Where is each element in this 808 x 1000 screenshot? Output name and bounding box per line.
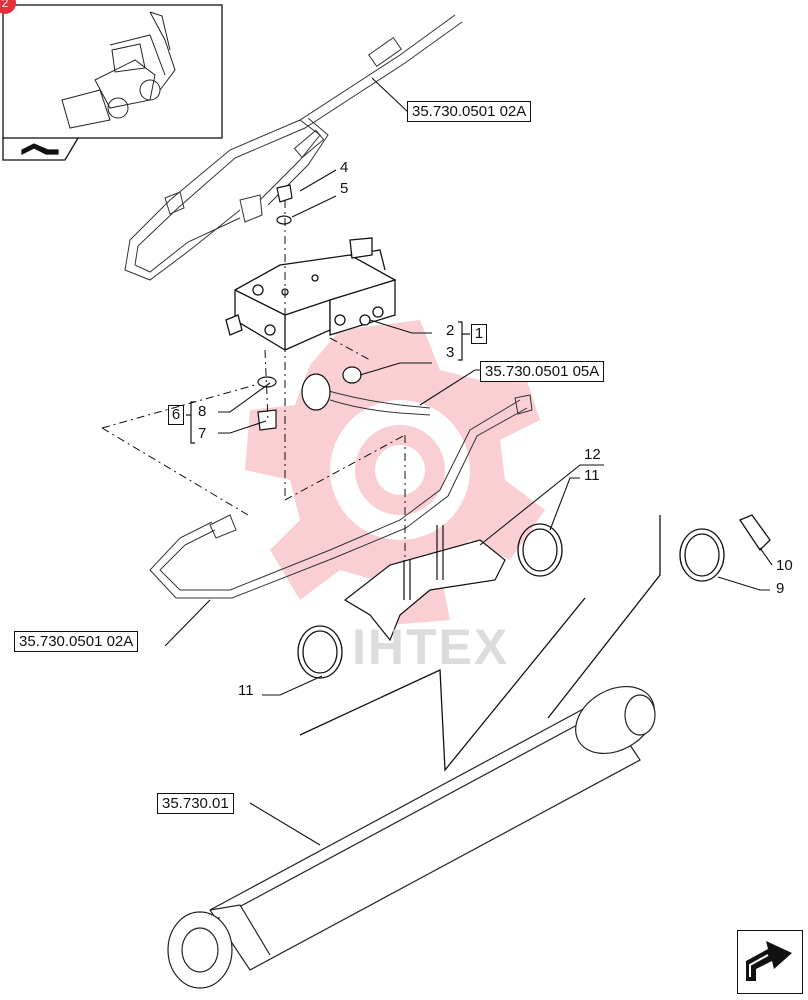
part-number-8: 8 bbox=[198, 403, 207, 420]
reference-link-35-730-0501-05a[interactable]: 35.730.0501 05A bbox=[480, 361, 605, 382]
break-lines bbox=[299, 515, 661, 772]
valve-block bbox=[225, 237, 397, 351]
thumbnail-arrow-icon bbox=[21, 143, 59, 155]
small-parts bbox=[257, 184, 362, 431]
thumbnail-frame bbox=[2, 4, 223, 161]
part-number-5: 5 bbox=[340, 180, 349, 197]
next-arrow-icon bbox=[746, 941, 792, 981]
lower-hose-lines bbox=[149, 389, 533, 599]
hose-lines bbox=[124, 14, 463, 281]
part-number-2: 2 bbox=[446, 322, 455, 339]
reference-link-35-730-01[interactable]: 35.730.01 bbox=[157, 793, 234, 814]
backhoe-loader-illustration bbox=[61, 11, 176, 129]
mounting-plate bbox=[343, 525, 506, 642]
leader-lines bbox=[164, 77, 773, 846]
center-lines bbox=[101, 200, 406, 560]
part-number-3: 3 bbox=[446, 344, 455, 361]
part-number-11-top: 11 bbox=[584, 467, 600, 484]
next-page-button[interactable] bbox=[737, 930, 803, 994]
reference-link-35-730-0501-02a-bottom[interactable]: 35.730.0501 02A bbox=[14, 631, 139, 652]
part-number-4: 4 bbox=[340, 159, 349, 176]
watermark-text: IHTEX bbox=[352, 619, 510, 675]
part-group-1-box: 1 bbox=[471, 324, 487, 344]
hydraulic-cylinder bbox=[167, 685, 656, 989]
part-number-10: 10 bbox=[776, 557, 793, 574]
part-number-11-bottom: 11 bbox=[238, 682, 254, 699]
part-number-9: 9 bbox=[776, 580, 785, 597]
sheet-badge: 2 bbox=[0, 0, 16, 14]
part-number-12: 12 bbox=[584, 446, 601, 463]
reference-link-35-730-0501-02a-top[interactable]: 35.730.0501 02A bbox=[407, 101, 532, 122]
hose-clamps bbox=[297, 514, 771, 679]
group-brackets bbox=[186, 321, 470, 444]
part-group-6-box: 6 bbox=[168, 405, 184, 425]
part-number-7: 7 bbox=[198, 425, 207, 442]
